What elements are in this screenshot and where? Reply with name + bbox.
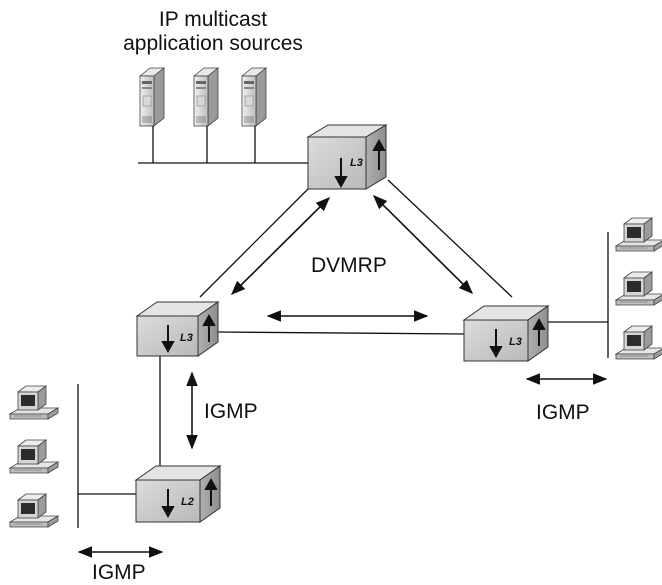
workstation-icon-left-1 xyxy=(9,385,59,420)
workstation-icon-right-2 xyxy=(615,271,662,306)
link-left-right xyxy=(217,331,465,335)
link-top-right xyxy=(387,179,513,298)
workstation-icon-left-2 xyxy=(9,439,59,474)
igmp-label-bottom: IGMP xyxy=(92,561,146,584)
router-right: L3 xyxy=(462,305,550,362)
diagram-title: IP multicast application sources xyxy=(93,8,333,56)
server-group xyxy=(139,67,267,127)
router-left: L3 xyxy=(135,301,220,357)
server-icon-3 xyxy=(241,67,267,127)
title-line-1: IP multicast xyxy=(158,8,268,31)
router-top: L3 xyxy=(306,124,388,190)
device-label-router-top: L3 xyxy=(350,157,363,169)
server-icon-2 xyxy=(193,67,219,127)
title-line-2: application sources xyxy=(123,32,303,55)
link-left-top xyxy=(199,184,313,298)
igmp-label-middle: IGMP xyxy=(204,400,258,423)
workstation-icon-right-1 xyxy=(615,217,662,252)
left-workstations xyxy=(9,385,59,528)
source-lan xyxy=(138,126,308,164)
device-label-switch-bottom: L2 xyxy=(181,496,194,508)
device-label-router-right: L3 xyxy=(509,336,522,348)
igmp-label-right: IGMP xyxy=(536,401,590,424)
device-label-router-left: L3 xyxy=(180,332,193,344)
workstation-icon-left-3 xyxy=(9,493,59,528)
dvmrp-label: DVMRP xyxy=(311,254,387,277)
switch-bottom: L2 xyxy=(134,465,222,523)
protocol-arrows xyxy=(77,194,608,558)
dvmrp-arrow-left xyxy=(230,196,331,296)
workstation-icon-right-3 xyxy=(615,325,662,360)
dvmrp-arrow-right xyxy=(372,194,474,295)
right-workstations xyxy=(615,217,662,360)
server-icon-1 xyxy=(139,67,165,127)
